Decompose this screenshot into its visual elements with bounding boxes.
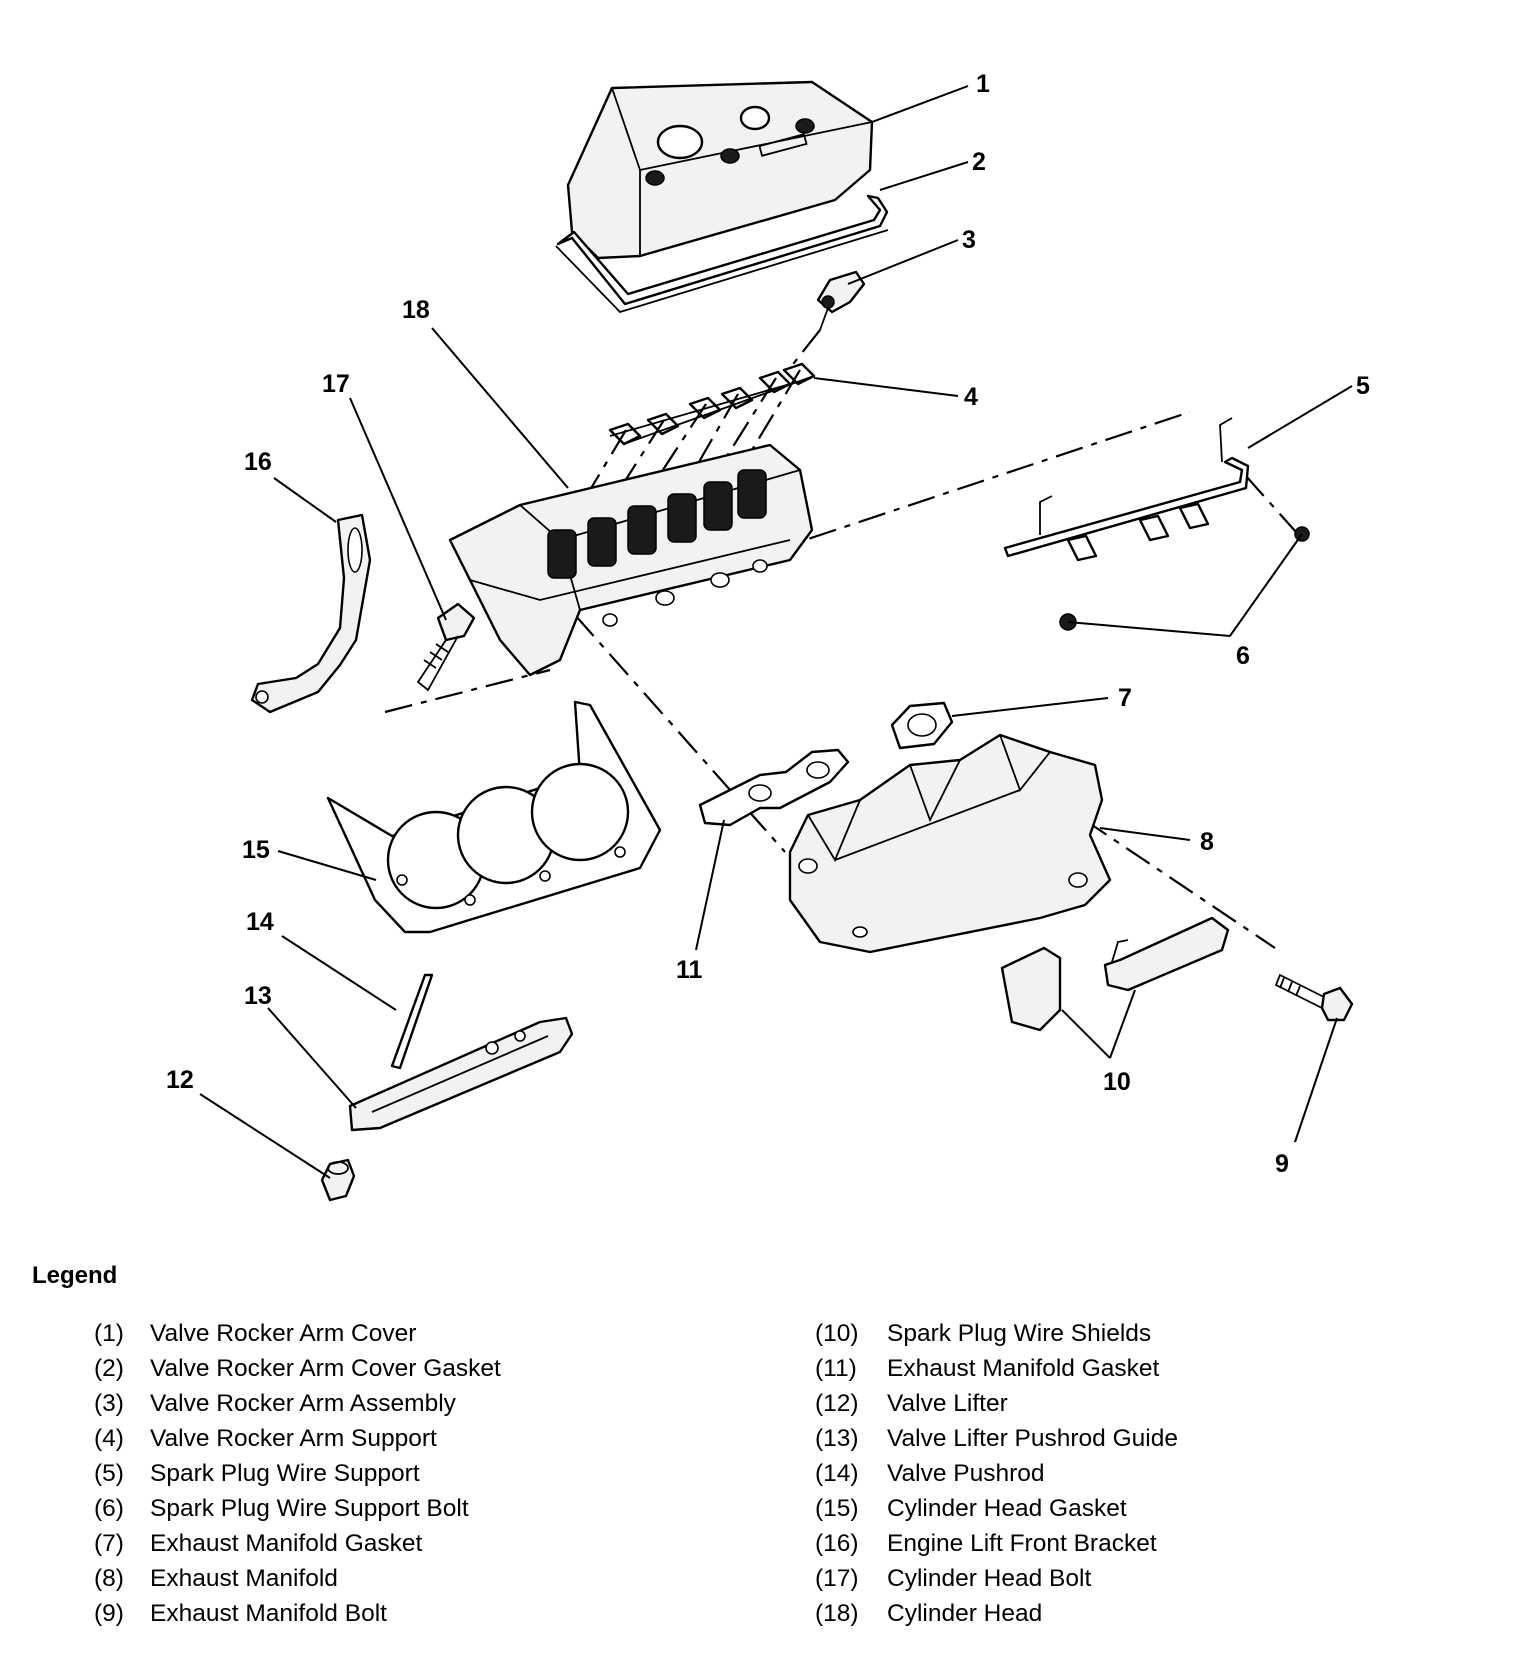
legend-item-number: (12): [815, 1390, 859, 1417]
legend-item: (3) Valve Rocker Arm Assembly: [94, 1386, 771, 1421]
legend-item: (11) Exhaust Manifold Gasket: [815, 1351, 1492, 1386]
legend-item-label: Exhaust Manifold: [150, 1565, 338, 1592]
legend-item-number: (10): [815, 1320, 859, 1347]
callout-2: 2: [972, 148, 986, 176]
callout-15: 15: [242, 836, 270, 864]
legend-item-label: Spark Plug Wire Support Bolt: [150, 1495, 469, 1522]
legend-columns: (1) Valve Rocker Arm Cover (2) Valve Rocke…: [32, 1316, 1492, 1631]
legend-item-number: (1): [94, 1320, 124, 1347]
cylinder-head: [448, 443, 814, 677]
legend-item: (1) Valve Rocker Arm Cover: [94, 1316, 771, 1351]
legend-item-number: (11): [815, 1355, 857, 1382]
legend-item: (2) Valve Rocker Arm Cover Gasket: [94, 1351, 771, 1386]
callout-numbers: 1 2 3 4 5 6 7 8 9 10 11 12 13 14 15 16 1…: [166, 70, 1370, 1178]
legend-item-number: (6): [94, 1495, 124, 1522]
callout-16: 16: [244, 448, 272, 476]
callout-7: 7: [1118, 684, 1132, 712]
legend-column-left: (1) Valve Rocker Arm Cover (2) Valve Rocke…: [94, 1316, 771, 1631]
callout-14: 14: [246, 908, 274, 936]
callout-13: 13: [244, 982, 272, 1010]
legend-item-label: Cylinder Head: [887, 1600, 1043, 1627]
legend-item: (8) Exhaust Manifold: [94, 1561, 771, 1596]
legend-item: (6) Spark Plug Wire Support Bolt: [94, 1491, 771, 1526]
callout-5: 5: [1356, 372, 1370, 400]
legend-item: (5) Spark Plug Wire Support: [94, 1456, 771, 1491]
legend-item-number: (2): [94, 1355, 124, 1382]
legend-item-label: Exhaust Manifold Bolt: [150, 1600, 387, 1627]
callout-8: 8: [1200, 828, 1214, 856]
legend-item-number: (8): [94, 1565, 124, 1592]
legend-item-number: (16): [815, 1530, 859, 1557]
callout-1: 1: [976, 70, 990, 98]
legend-item-number: (14): [815, 1460, 859, 1487]
valve-rocker-arm-cover: [566, 80, 874, 260]
exploded-view-diagram: 1 2 3 4 5 6 7 8 9 10 11 12 13 14 15 16 1…: [166, 70, 1370, 1202]
legend-item: (18) Cylinder Head: [815, 1596, 1492, 1631]
legend-item-label: Exhaust Manifold Gasket: [887, 1355, 1160, 1382]
valve-rocker-arm-support: [608, 362, 816, 446]
legend-item-number: (3): [94, 1390, 124, 1417]
legend-item-number: (7): [94, 1530, 124, 1557]
cylinder-head-gasket: [326, 700, 662, 934]
spark-plug-wire-shields: [1000, 916, 1230, 1032]
exhaust-manifold-gasket: [890, 701, 954, 750]
legend-item: (12) Valve Lifter: [815, 1386, 1492, 1421]
legend-item-label: Exhaust Manifold Gasket: [150, 1530, 423, 1557]
valve-pushrod: [390, 973, 434, 1070]
legend-item: (7) Exhaust Manifold Gasket: [94, 1526, 771, 1561]
valve-lifter-pushrod-guide: [348, 1016, 574, 1132]
legend-item: (14) Valve Pushrod: [815, 1456, 1492, 1491]
legend-item-number: (18): [815, 1600, 859, 1627]
legend-item-label: Valve Lifter Pushrod Guide: [887, 1425, 1178, 1452]
callout-18: 18: [402, 296, 430, 324]
valve-rocker-arm-cover-gasket: [555, 194, 889, 314]
cylinder-head-bolt: [416, 602, 476, 692]
legend-item-number: (5): [94, 1460, 124, 1487]
callout-10: 10: [1103, 1068, 1131, 1096]
legend-column-right: (10) Spark Plug Wire Shields (11) Exhaust …: [815, 1316, 1492, 1631]
callout-12: 12: [166, 1066, 194, 1094]
valve-springs: [547, 469, 767, 579]
leader-lines: [199, 85, 1353, 1179]
legend-title: Legend: [32, 1262, 118, 1289]
legend-item-number: (9): [94, 1600, 124, 1627]
callout-4: 4: [964, 383, 978, 411]
spark-plug-wire-support: [1003, 417, 1250, 562]
legend-item-number: (4): [94, 1425, 124, 1452]
legend-item: (15) Cylinder Head Gasket: [815, 1491, 1492, 1526]
legend-item-number: (15): [815, 1495, 859, 1522]
legend: Legend (1) Valve Rocker Arm Cover (2) Valv…: [32, 1262, 1492, 1631]
engine-lift-front-bracket: [250, 513, 372, 714]
legend-item: (4) Valve Rocker Arm Support: [94, 1421, 771, 1456]
callout-11: 11: [676, 956, 703, 984]
callout-17: 17: [322, 370, 350, 398]
exhaust-manifold: [788, 733, 1112, 954]
callout-6: 6: [1236, 642, 1250, 670]
legend-item-number: (13): [815, 1425, 859, 1452]
legend-item: (17) Cylinder Head Bolt: [815, 1561, 1492, 1596]
callout-9: 9: [1275, 1150, 1289, 1178]
legend-item: (9) Exhaust Manifold Bolt: [94, 1596, 771, 1631]
legend-item-label: Valve Rocker Arm Cover Gasket: [150, 1355, 501, 1382]
legend-item-label: Cylinder Head Bolt: [887, 1565, 1092, 1592]
valve-lifter: [320, 1158, 356, 1202]
legend-item-label: Spark Plug Wire Shields: [887, 1320, 1152, 1347]
exhaust-manifold-gasket-small: [698, 748, 850, 827]
legend-item-label: Valve Rocker Arm Support: [150, 1425, 437, 1452]
legend-item-label: Valve Rocker Arm Assembly: [150, 1390, 456, 1417]
legend-item-label: Engine Lift Front Bracket: [887, 1530, 1157, 1557]
legend-item-label: Spark Plug Wire Support: [150, 1460, 420, 1487]
legend-item: (10) Spark Plug Wire Shields: [815, 1316, 1492, 1351]
legend-item-label: Valve Rocker Arm Cover: [150, 1320, 417, 1347]
exhaust-manifold-bolt: [1274, 973, 1354, 1022]
legend-item-label: Valve Lifter: [887, 1390, 1008, 1417]
legend-item-number: (17): [815, 1565, 859, 1592]
callout-3: 3: [962, 226, 976, 254]
legend-item-label: Valve Pushrod: [887, 1460, 1045, 1487]
legend-item: (13) Valve Lifter Pushrod Guide: [815, 1421, 1492, 1456]
legend-item-label: Cylinder Head Gasket: [887, 1495, 1127, 1522]
legend-item: (16) Engine Lift Front Bracket: [815, 1526, 1492, 1561]
